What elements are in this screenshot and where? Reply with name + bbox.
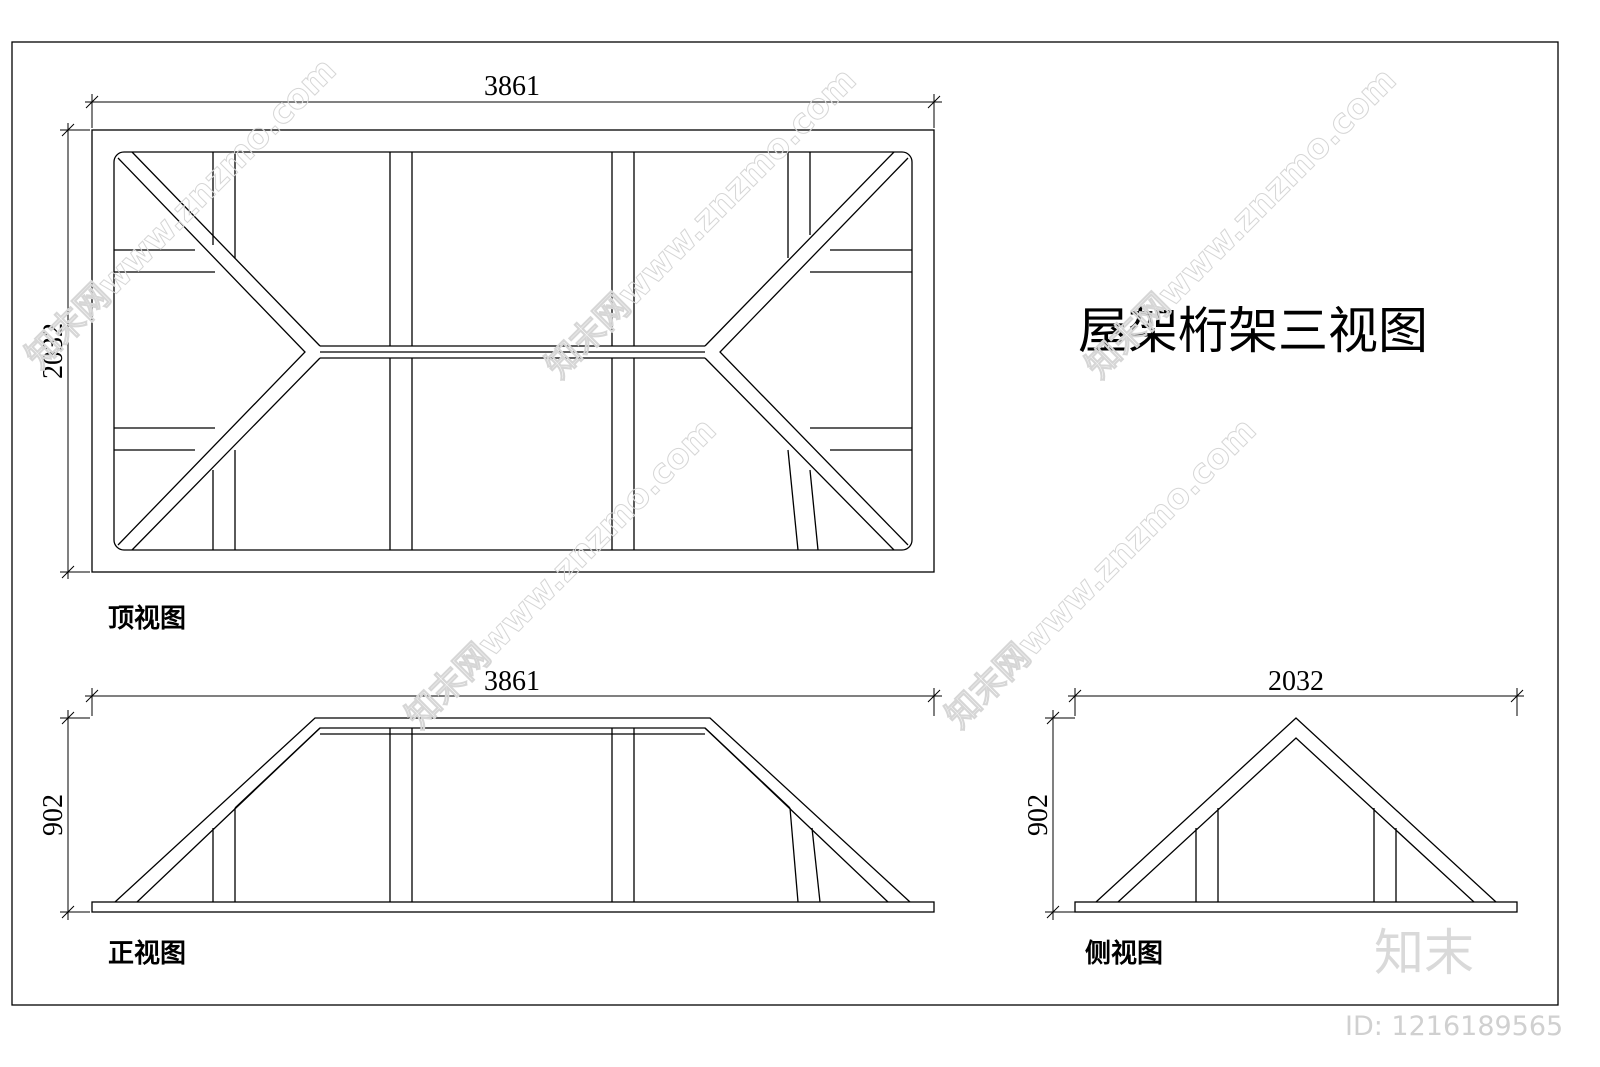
front-width-dimension	[85, 688, 942, 716]
side-rafters	[1095, 717, 1497, 903]
top-width-dim-text: 3861	[484, 71, 540, 102]
top-view-outer-frame	[91, 129, 935, 573]
front-height-dimension	[60, 710, 90, 920]
side-base-plate	[1074, 901, 1518, 913]
front-vertical-members	[212, 727, 821, 903]
top-height-dim-text: 2032	[38, 323, 69, 379]
watermark-text: 知末网www.znzmo.com	[398, 410, 724, 736]
watermarks: 知末网www.znzmo.com 知末网www.znzmo.com 知末网www…	[18, 50, 1405, 737]
top-hip-rafters	[117, 151, 909, 551]
watermark-logo: 知末	[1374, 924, 1474, 982]
top-ridge-beam	[320, 345, 705, 359]
side-width-dim-text: 2032	[1268, 666, 1324, 697]
watermark-id: ID: 1216189565	[1345, 1011, 1563, 1042]
top-view-label: 顶视图	[108, 604, 186, 634]
front-roof-outline	[114, 717, 911, 903]
side-height-dimension	[1045, 710, 1075, 920]
drawing-frame	[11, 41, 1559, 1006]
side-vertical-members	[1195, 808, 1397, 902]
side-width-dimension	[1068, 688, 1524, 716]
top-height-dimension	[60, 123, 90, 579]
front-view: 3861 902 正视图	[38, 666, 942, 969]
front-base-plate	[91, 901, 935, 913]
top-view: 3861 2032 顶视图	[38, 71, 942, 634]
front-height-dim-text: 902	[38, 794, 69, 836]
watermark-text: 知末网www.znzmo.com	[18, 50, 344, 376]
watermark-text: 知末网www.znzmo.com	[938, 410, 1264, 736]
front-view-label: 正视图	[108, 939, 186, 969]
watermark-text: 知末网www.znzmo.com	[538, 60, 864, 386]
top-width-dimension	[85, 94, 942, 128]
side-height-dim-text: 902	[1023, 794, 1054, 836]
top-horizontal-braces	[114, 249, 912, 451]
drawing-title: 屋架桁架三视图	[1078, 302, 1428, 360]
side-view-label: 侧视图	[1085, 939, 1163, 969]
top-view-inner-frame	[113, 151, 913, 551]
front-width-dim-text: 3861	[484, 666, 540, 697]
top-vertical-members	[212, 152, 819, 551]
side-view: 2032 902 侧视图	[1023, 666, 1524, 969]
